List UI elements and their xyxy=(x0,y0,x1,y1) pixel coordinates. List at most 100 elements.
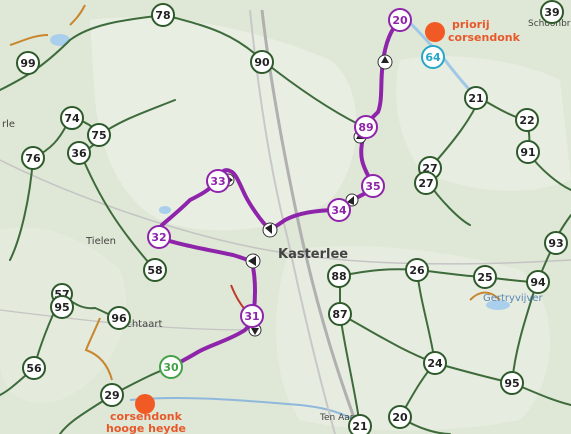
route-node-marker[interactable]: 20 xyxy=(388,8,412,32)
node-marker[interactable]: 39 xyxy=(540,0,564,24)
node-marker[interactable]: 58 xyxy=(143,258,167,282)
svg-text:36: 36 xyxy=(71,147,87,160)
svg-text:24: 24 xyxy=(427,357,443,370)
svg-text:32: 32 xyxy=(151,231,166,244)
node-marker[interactable]: 24 xyxy=(423,351,447,375)
node-marker[interactable]: 29 xyxy=(100,383,124,407)
place-label-kasterlee: Kasterlee xyxy=(278,247,348,262)
svg-text:90: 90 xyxy=(254,56,270,69)
svg-text:93: 93 xyxy=(548,237,563,250)
svg-text:35: 35 xyxy=(365,180,380,193)
svg-text:21: 21 xyxy=(352,420,367,433)
node-marker[interactable]: 93 xyxy=(544,231,568,255)
svg-text:99: 99 xyxy=(20,57,35,70)
svg-text:76: 76 xyxy=(25,152,41,165)
node-marker[interactable]: 90 xyxy=(250,50,274,74)
place-label-edge-left: rle xyxy=(2,119,15,130)
route-node-marker[interactable]: 32 xyxy=(147,225,171,249)
water-body xyxy=(486,300,510,310)
node-marker[interactable]: 25 xyxy=(473,265,497,289)
node-marker[interactable]: 56 xyxy=(22,356,46,380)
poi-label-hooge-line1: corsendonk xyxy=(110,410,183,423)
svg-text:27: 27 xyxy=(418,177,433,190)
direction-arrow-icon xyxy=(245,253,261,269)
node-marker[interactable]: 21 xyxy=(348,414,372,434)
svg-text:26: 26 xyxy=(409,264,425,277)
svg-text:78: 78 xyxy=(155,9,170,22)
direction-arrow-icon xyxy=(377,54,393,70)
major-road xyxy=(249,9,336,434)
svg-text:21: 21 xyxy=(468,92,483,105)
svg-text:22: 22 xyxy=(519,114,534,127)
water-body xyxy=(50,34,70,46)
road xyxy=(0,159,571,265)
node-marker[interactable]: 76 xyxy=(21,146,45,170)
svg-text:96: 96 xyxy=(111,312,127,325)
node-marker[interactable]: 94 xyxy=(526,270,550,294)
svg-text:91: 91 xyxy=(520,146,535,159)
node-marker[interactable]: 36 xyxy=(67,141,91,165)
poi-marker-hooge-heyde[interactable] xyxy=(135,394,155,414)
place-label-lichtaart: Lichtaart xyxy=(118,319,162,330)
direction-arrow-icon xyxy=(345,193,359,207)
svg-text:75: 75 xyxy=(91,129,106,142)
svg-text:87: 87 xyxy=(332,308,347,321)
route-node-marker[interactable]: 35 xyxy=(361,174,385,198)
svg-text:34: 34 xyxy=(331,204,347,217)
cycle-route xyxy=(156,18,402,369)
svg-text:25: 25 xyxy=(477,271,492,284)
walking-paths xyxy=(9,4,501,381)
poi-marker-priorij[interactable] xyxy=(425,22,445,42)
place-label-ten-aard: Ten Aard xyxy=(319,413,359,423)
route-node-marker[interactable]: 34 xyxy=(327,198,351,222)
node-marker[interactable]: 95 xyxy=(50,295,74,319)
svg-text:33: 33 xyxy=(210,175,225,188)
svg-text:74: 74 xyxy=(64,112,80,125)
svg-text:95: 95 xyxy=(54,301,69,314)
svg-text:20: 20 xyxy=(392,411,408,424)
place-label-schoonbr: Schoonbr xyxy=(528,19,571,29)
svg-text:29: 29 xyxy=(104,389,119,402)
poi-label-priorij-line2: corsendonk xyxy=(448,31,521,44)
poi-label-priorij-line1: priorij xyxy=(452,18,490,31)
node-marker[interactable]: 88 xyxy=(327,264,351,288)
svg-text:88: 88 xyxy=(331,270,346,283)
route-node-marker[interactable]: 31 xyxy=(240,304,264,328)
poi-label-hooge-line2: hooge heyde xyxy=(106,422,186,434)
place-label-gertryvijver: Gertryvijver xyxy=(483,293,544,304)
water-stream xyxy=(129,396,371,431)
node-marker[interactable]: 74 xyxy=(60,106,84,130)
svg-text:94: 94 xyxy=(530,276,546,289)
place-label-tielen: Tielen xyxy=(85,236,116,247)
node-marker[interactable]: 27 xyxy=(414,171,438,195)
svg-text:95: 95 xyxy=(504,377,519,390)
node-marker[interactable]: 91 xyxy=(516,140,540,164)
svg-text:56: 56 xyxy=(26,362,42,375)
node-marker[interactable]: 87 xyxy=(328,302,352,326)
water-body xyxy=(159,206,171,214)
route-start-marker[interactable]: 30 xyxy=(159,355,183,379)
node-marker[interactable]: 95 xyxy=(500,371,524,395)
direction-arrow-icon xyxy=(262,222,278,238)
svg-text:58: 58 xyxy=(147,264,162,277)
route-node-marker[interactable]: 89 xyxy=(354,115,378,139)
node-marker[interactable]: 22 xyxy=(515,108,539,132)
node-marker[interactable]: 26 xyxy=(405,258,429,282)
node-marker[interactable]: 78 xyxy=(151,3,175,27)
route-node-marker[interactable]: 33 xyxy=(206,169,230,193)
node-marker[interactable]: 20 xyxy=(388,405,412,429)
svg-text:89: 89 xyxy=(358,121,373,134)
node-marker[interactable]: 21 xyxy=(464,86,488,110)
node-marker[interactable]: 75 xyxy=(87,123,111,147)
svg-text:30: 30 xyxy=(163,361,179,374)
svg-text:64: 64 xyxy=(425,51,441,64)
svg-text:20: 20 xyxy=(392,14,408,27)
svg-text:31: 31 xyxy=(244,310,259,323)
node-marker[interactable]: 99 xyxy=(16,51,40,75)
route-end-marker[interactable]: 64 xyxy=(421,45,445,69)
railway xyxy=(260,9,362,434)
node-marker[interactable]: 96 xyxy=(107,306,131,330)
svg-text:39: 39 xyxy=(544,6,559,19)
